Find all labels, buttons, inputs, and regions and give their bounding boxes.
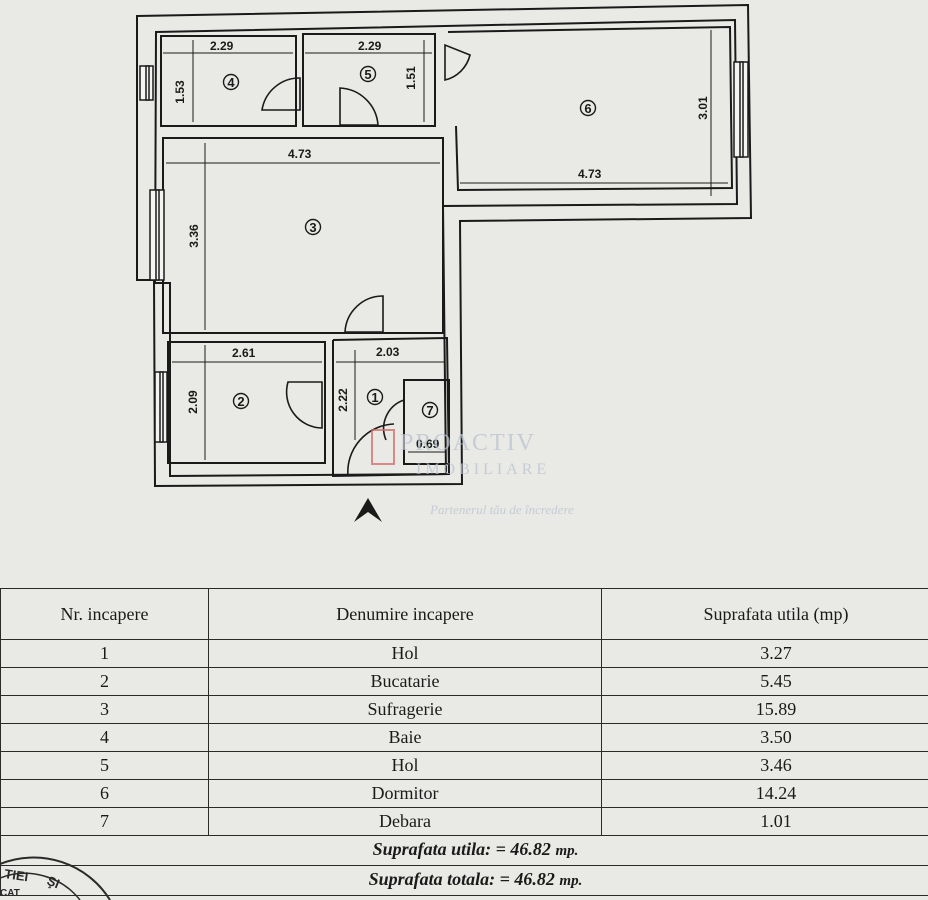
stamp-text3: CAT (0, 888, 20, 899)
dim-r2-height: 2.09 (186, 390, 200, 414)
table-row: 3 Sufragerie 15.89 (0, 695, 928, 724)
floor-plan: 2.29 1.53 2.29 1.51 3.01 4.73 4.73 3.36 … (136, 3, 753, 522)
total-totala: Suprafata totala: = 46.82 mp. (0, 865, 928, 896)
watermark-tagline: Partenerul tău de încredere (429, 502, 574, 517)
total-totala-unit: mp. (559, 873, 583, 889)
doors (261, 43, 471, 477)
cell-name: Hol (208, 751, 602, 780)
table-header-row: Nr. incapere Denumire incapere Suprafata… (0, 588, 928, 640)
watermark-line2: IMOBILIARE (416, 461, 550, 478)
dim-r5-width: 2.29 (358, 39, 382, 53)
total-utila-label: Suprafata utila: = 46.82 (372, 839, 551, 859)
room-number-7: 7 (426, 403, 433, 418)
cell-name: Debara (208, 807, 602, 836)
table-row: 6 Dormitor 14.24 (0, 779, 928, 808)
cell-no: 7 (0, 807, 209, 836)
dimension-lines (163, 30, 728, 460)
cell-no: 4 (0, 723, 209, 752)
room-table-container: Nr. incapere Denumire incapere Suprafata… (0, 588, 928, 900)
north-arrow-icon (354, 498, 382, 522)
total-utila-row: Suprafata utila: = 46.82 mp. (0, 835, 928, 866)
total-totala-label: Suprafata totala: = 46.82 (368, 869, 555, 889)
cell-area: 3.46 (601, 751, 928, 780)
dim-r4-height: 1.53 (173, 80, 187, 104)
room-numbers (222, 65, 597, 419)
table-row: 7 Debara 1.01 (0, 807, 928, 836)
room-number-3: 3 (309, 220, 316, 235)
table-row: 4 Baie 3.50 (0, 723, 928, 752)
dim-r7-width: 0.69 (416, 437, 440, 451)
cell-area: 5.45 (601, 667, 928, 696)
cell-name: Dormitor (208, 779, 602, 808)
dim-r6-width: 4.73 (578, 167, 602, 181)
dim-r1-height: 2.22 (336, 388, 350, 412)
interior-walls (160, 25, 734, 478)
table-row: 2 Bucatarie 5.45 (0, 667, 928, 696)
watermark-line1: PROACTIV (400, 430, 536, 456)
windows (139, 61, 749, 443)
header-room-name: Denumire incapere (208, 588, 602, 640)
stamp: TIEI ŞI CAT (0, 856, 111, 900)
table-row: 1 Hol 3.27 (0, 639, 928, 668)
watermark: PROACTIV IMOBILIARE Partenerul tău de în… (371, 429, 574, 517)
room-number-2: 2 (237, 394, 244, 409)
room-number-1: 1 (371, 390, 378, 405)
table-row: 5 Hol 3.46 (0, 751, 928, 780)
dim-r3-height: 3.36 (187, 224, 201, 248)
cell-name: Bucatarie (208, 667, 602, 696)
dim-r5-height: 1.51 (404, 66, 418, 90)
total-totala-row: Suprafata totala: = 46.82 mp. (0, 865, 928, 896)
dim-r1-width: 2.03 (376, 345, 400, 359)
room-number-labels: 4 5 6 3 2 1 7 (227, 67, 591, 418)
cell-area: 3.27 (601, 639, 928, 668)
stamp-text2: ŞI (45, 873, 62, 892)
cell-area: 1.01 (601, 807, 928, 836)
cell-area: 15.89 (601, 695, 928, 724)
stamp-text1: TIEI (4, 866, 30, 884)
room-number-6: 6 (584, 101, 591, 116)
cell-area: 3.50 (601, 723, 928, 752)
room-table: Nr. incapere Denumire incapere Suprafata… (0, 588, 928, 896)
cell-name: Hol (208, 639, 602, 668)
dimension-labels: 2.29 1.53 2.29 1.51 3.01 4.73 4.73 3.36 … (173, 39, 710, 451)
cell-no: 6 (0, 779, 209, 808)
total-utila-unit: mp. (555, 843, 579, 859)
header-room-no: Nr. incapere (0, 588, 209, 640)
dim-r2-width: 2.61 (232, 346, 256, 360)
cell-no: 2 (0, 667, 209, 696)
cell-no: 5 (0, 751, 209, 780)
room-number-4: 4 (227, 75, 235, 90)
dim-r4-width: 2.29 (210, 39, 234, 53)
cell-area: 14.24 (601, 779, 928, 808)
room-number-5: 5 (364, 67, 371, 82)
header-area: Suprafata utila (mp) (601, 588, 928, 640)
cell-no: 1 (0, 639, 209, 668)
cell-name: Sufragerie (208, 695, 602, 724)
dim-r3-width: 4.73 (288, 147, 312, 161)
cell-name: Baie (208, 723, 602, 752)
dim-r6-height: 3.01 (696, 96, 710, 120)
total-utila: Suprafata utila: = 46.82 mp. (0, 835, 928, 866)
cell-no: 3 (0, 695, 209, 724)
